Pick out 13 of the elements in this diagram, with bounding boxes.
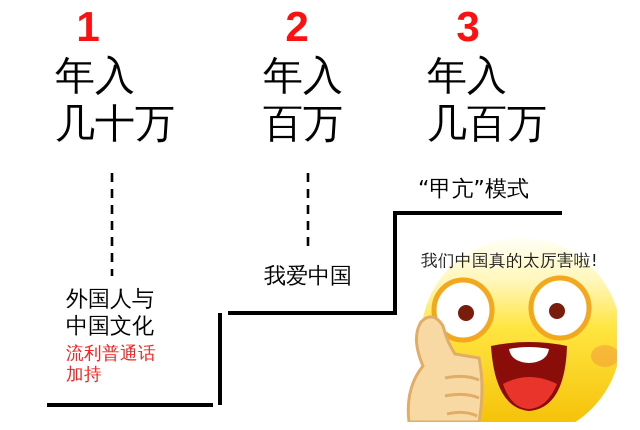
dashed-connector: [306, 173, 310, 249]
caption-text: 我们中国真的太厉害啦!: [421, 250, 598, 272]
income-heading: 年入百万: [263, 52, 343, 148]
step-number: 1: [76, 6, 100, 48]
income-heading: 年入几百万: [427, 52, 547, 148]
step-text: 我爱中国: [264, 263, 352, 290]
step-text: 外国人与中国文化: [66, 286, 155, 340]
income-heading: 年入几十万: [55, 52, 175, 148]
step-number: 2: [285, 6, 309, 48]
note-text: 流利普通话加持: [66, 344, 157, 386]
dashed-connector: [110, 173, 114, 276]
step-number: 3: [456, 6, 480, 48]
mode-label: “甲亢”模式: [418, 176, 529, 204]
